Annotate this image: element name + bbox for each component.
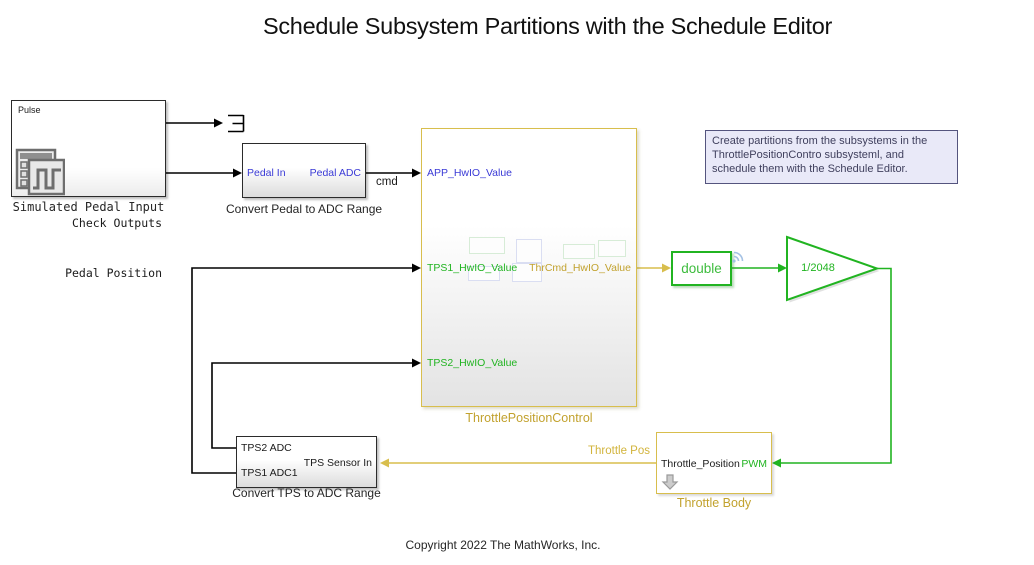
preview-block — [468, 266, 500, 281]
annotation-note[interactable]: Create partitions from the subsystems in… — [705, 130, 958, 184]
block-simulated-pedal-input[interactable]: Pulse Check Outputs Pedal Position — [11, 100, 166, 280]
block-convert-pedal-to-adc[interactable]: Pedal In Pedal ADC — [242, 143, 366, 198]
block-throttle-position-control[interactable]: APP_HwIO_Value TPS1_HwIO_Value TPS2_HwIO… — [421, 128, 637, 407]
signal-logging-icon[interactable] — [730, 246, 750, 266]
port-check-outputs: Check Outputs — [71, 216, 162, 230]
pulse-tag: Pulse — [18, 105, 41, 115]
port-tps2-hwio: TPS2_HwIO_Value — [427, 357, 518, 369]
gain-value: 1/2048 — [801, 262, 835, 274]
port-pwm: PWM — [741, 458, 767, 470]
port-pedal-adc: Pedal ADC — [309, 167, 361, 179]
note-line: ThrottlePositionContro subsysteml, and — [712, 149, 904, 162]
preview-block — [469, 237, 505, 254]
preview-block — [598, 240, 626, 257]
port-tps1-adc1: TPS1 ADC1 — [241, 467, 298, 479]
block-data-type-conversion[interactable]: double — [671, 251, 732, 286]
port-throttle-position: Throttle_Position — [661, 458, 740, 470]
label-simulated-pedal-input: Simulated Pedal Input — [12, 200, 165, 214]
label-throttle-position-control: ThrottlePositionControl — [465, 411, 593, 425]
preview-block — [512, 263, 542, 282]
port-app-hwio: APP_HwIO_Value — [427, 167, 513, 179]
port-pedal-in: Pedal In — [247, 167, 286, 179]
port-thrcmd-hwio: ThrCmd_HwIO_Value — [529, 262, 631, 274]
port-tps1-hwio: TPS1_HwIO_Value — [427, 262, 518, 274]
double-label: double — [681, 261, 722, 276]
note-line: schedule them with the Schedule Editor. — [712, 163, 908, 176]
library-link-down-arrow-icon[interactable] — [661, 473, 679, 491]
signal-label-cmd[interactable]: cmd — [376, 176, 398, 188]
copyright-text: Copyright 2022 The MathWorks, Inc. — [405, 538, 601, 552]
preview-block — [563, 244, 595, 259]
label-convert-tps-to-adc: Convert TPS to ADC Range — [232, 486, 381, 500]
port-tps2-adc: TPS2 ADC — [241, 442, 292, 454]
port-tps-sensor-in: TPS Sensor In — [303, 457, 372, 469]
block-convert-tps-to-adc[interactable]: TPS2 ADC TPS1 ADC1 TPS Sensor In — [236, 436, 377, 488]
note-line: Create partitions from the subsystems in… — [712, 135, 928, 147]
model-title: Schedule Subsystem Partitions with the S… — [262, 13, 832, 39]
terminator-icon[interactable] — [228, 114, 245, 133]
wire-pwm[interactable] — [780, 267, 892, 464]
scope-icon — [15, 148, 65, 196]
label-convert-pedal-to-adc: Convert Pedal to ADC Range — [225, 202, 383, 216]
preview-block — [516, 239, 542, 263]
block-throttle-body[interactable]: Throttle_Position PWM — [656, 432, 772, 494]
port-pedal-position: Pedal Position — [65, 266, 162, 280]
signal-label-throttle-pos[interactable]: Throttle Pos — [588, 445, 650, 457]
label-throttle-body: Throttle Body — [676, 496, 752, 510]
